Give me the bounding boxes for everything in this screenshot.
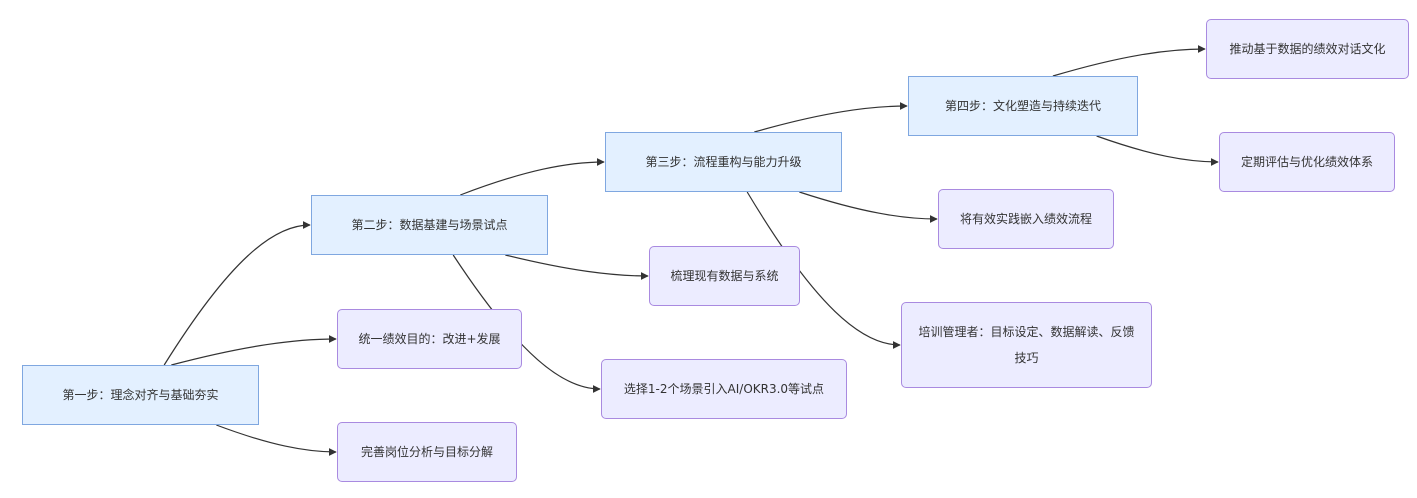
node-step1-label: 第一步：理念对齐与基础夯实 — [62, 388, 219, 402]
edge-step3-to-c2 — [746, 191, 901, 349]
node-a2-label: 完善岗位分析与目标分解 — [360, 445, 493, 459]
edge-step2-to-b2 — [452, 254, 601, 393]
node-a1-label: 统一绩效目的：改进+发展 — [358, 332, 501, 346]
node-b2[interactable]: 选择1-2个场景引入AI/OKR3.0等试点 — [601, 359, 847, 419]
node-c1-label: 将有效实践嵌入绩效流程 — [959, 212, 1092, 226]
edge-step1-to-a1 — [171, 335, 337, 366]
node-d1[interactable]: 推动基于数据的绩效对话文化 — [1206, 19, 1409, 79]
node-step3[interactable]: 第三步：流程重构与能力升级 — [605, 132, 842, 192]
node-step3-label: 第三步：流程重构与能力升级 — [645, 155, 802, 169]
node-c1[interactable]: 将有效实践嵌入绩效流程 — [938, 189, 1114, 249]
edge-step1-to-a2 — [216, 424, 337, 456]
node-step4[interactable]: 第四步：文化塑造与持续迭代 — [908, 76, 1138, 136]
node-b1[interactable]: 梳理现有数据与系统 — [649, 246, 800, 306]
node-step2-label: 第二步：数据基建与场景试点 — [351, 218, 508, 232]
edge-step4-to-d2 — [1096, 135, 1219, 166]
node-c2[interactable]: 培训管理者：目标设定、数据解读、反馈技巧 — [901, 302, 1152, 388]
node-b2-label: 选择1-2个场景引入AI/OKR3.0等试点 — [623, 382, 825, 396]
node-a1[interactable]: 统一绩效目的：改进+发展 — [337, 309, 522, 369]
node-step2[interactable]: 第二步：数据基建与场景试点 — [311, 195, 548, 255]
edge-step2-to-step3 — [460, 158, 605, 196]
node-d2-label: 定期评估与优化绩效体系 — [1240, 155, 1373, 169]
node-step1[interactable]: 第一步：理念对齐与基础夯实 — [22, 365, 259, 425]
edge-step3-to-c1 — [799, 191, 938, 223]
edge-step1-to-step2 — [163, 221, 311, 366]
node-b1-label: 梳理现有数据与系统 — [670, 269, 779, 283]
edge-step3-to-step4 — [754, 102, 908, 133]
node-c2-label: 培训管理者：目标设定、数据解读、反馈技巧 — [918, 325, 1135, 365]
edge-step4-to-d1 — [1052, 45, 1206, 77]
edge-step2-to-b1 — [505, 254, 649, 280]
node-a2[interactable]: 完善岗位分析与目标分解 — [337, 422, 517, 482]
node-d2[interactable]: 定期评估与优化绩效体系 — [1219, 132, 1395, 192]
node-step4-label: 第四步：文化塑造与持续迭代 — [944, 99, 1101, 113]
node-d1-label: 推动基于数据的绩效对话文化 — [1229, 42, 1386, 56]
